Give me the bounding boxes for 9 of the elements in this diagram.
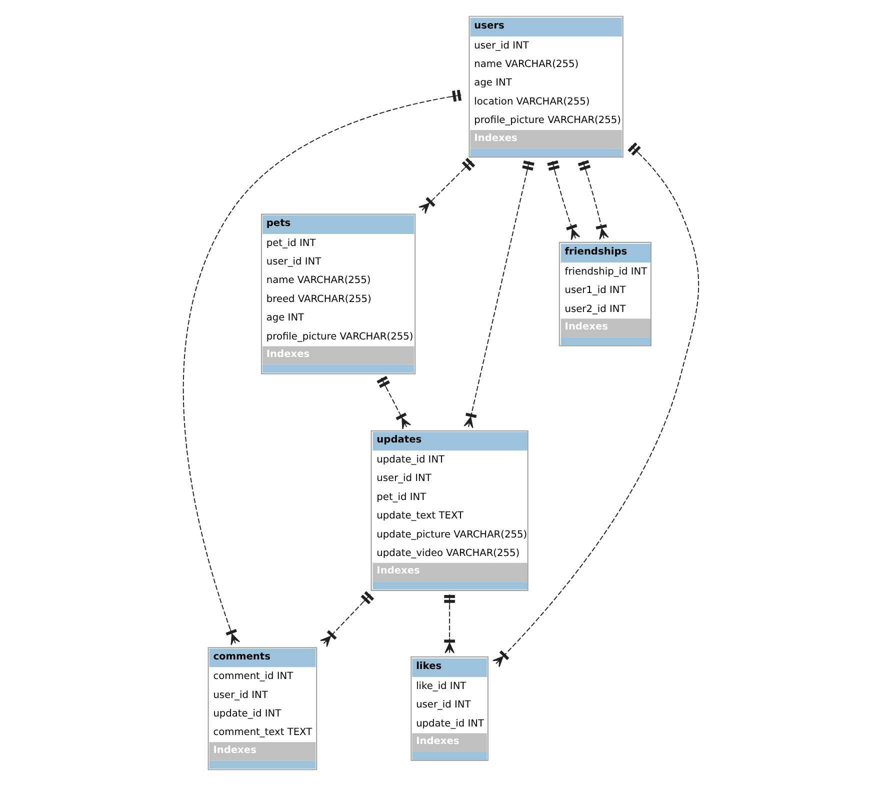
- connector: [319, 591, 374, 648]
- connector: [376, 376, 411, 430]
- connector: [492, 142, 699, 668]
- connector: [577, 160, 608, 240]
- connector: [463, 160, 534, 428]
- connector: [444, 594, 454, 654]
- connector: [546, 160, 580, 240]
- connector: [418, 158, 475, 214]
- connector: [182, 90, 462, 646]
